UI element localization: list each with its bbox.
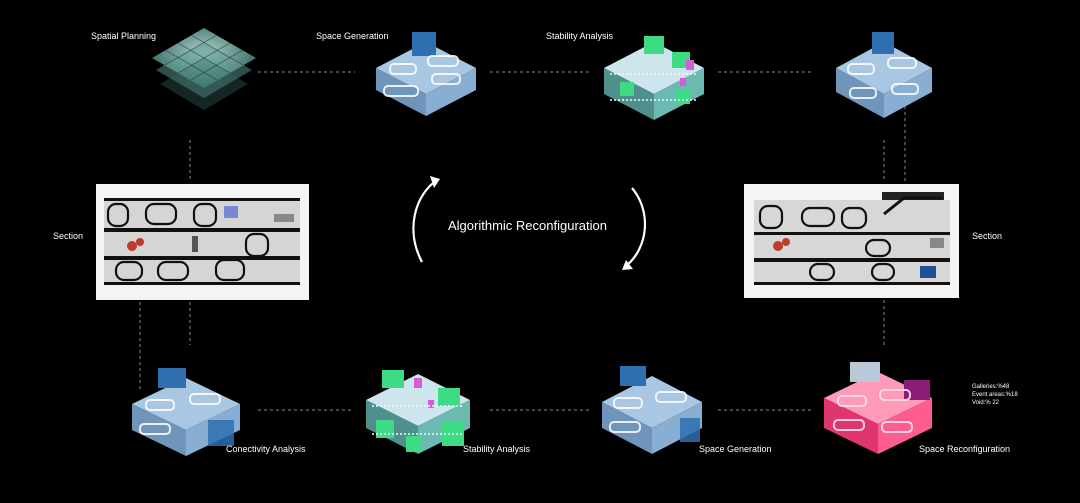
right-section-drawing [744, 184, 959, 298]
left-section-drawing [96, 184, 309, 300]
space-generation-model-bottom [602, 366, 702, 454]
spatial-planning-grid-model [152, 28, 256, 110]
space-generation-model-top-right [836, 32, 932, 118]
cycle-title: Algorithmic Reconfiguration [448, 218, 607, 233]
stat-event-areas: Event areas:%18 [972, 392, 1018, 398]
stat-void: Void:% 22 [972, 400, 1000, 406]
space-generation-label-bottom: Space Generation [699, 444, 772, 454]
right-section-label: Section [972, 231, 1003, 241]
stability-analysis-model-bottom [366, 370, 470, 454]
space-generation-model-top [376, 32, 476, 116]
space-reconfiguration-model [824, 362, 932, 454]
connectivity-analysis-label: Conectivity Analysis [226, 444, 306, 454]
space-generation-label-top: Space Generation [316, 31, 389, 41]
space-reconfiguration-label: Space Reconfiguration [919, 444, 1011, 454]
spatial-planning-label: Spatial Planning [91, 31, 157, 41]
stability-analysis-label-top: Stability Analysis [546, 31, 614, 41]
stability-analysis-label-bottom: Stability Analysis [463, 444, 531, 454]
stability-analysis-model-top [604, 36, 704, 120]
cycle-arrows-icon [412, 176, 646, 270]
stat-galleries: Galleries:%48 [972, 384, 1010, 390]
left-section-label: Section [53, 231, 84, 241]
reconfiguration-stats: Galleries:%48 Event areas:%18 Void:% 22 [972, 383, 1018, 407]
connectivity-analysis-model [132, 368, 240, 456]
